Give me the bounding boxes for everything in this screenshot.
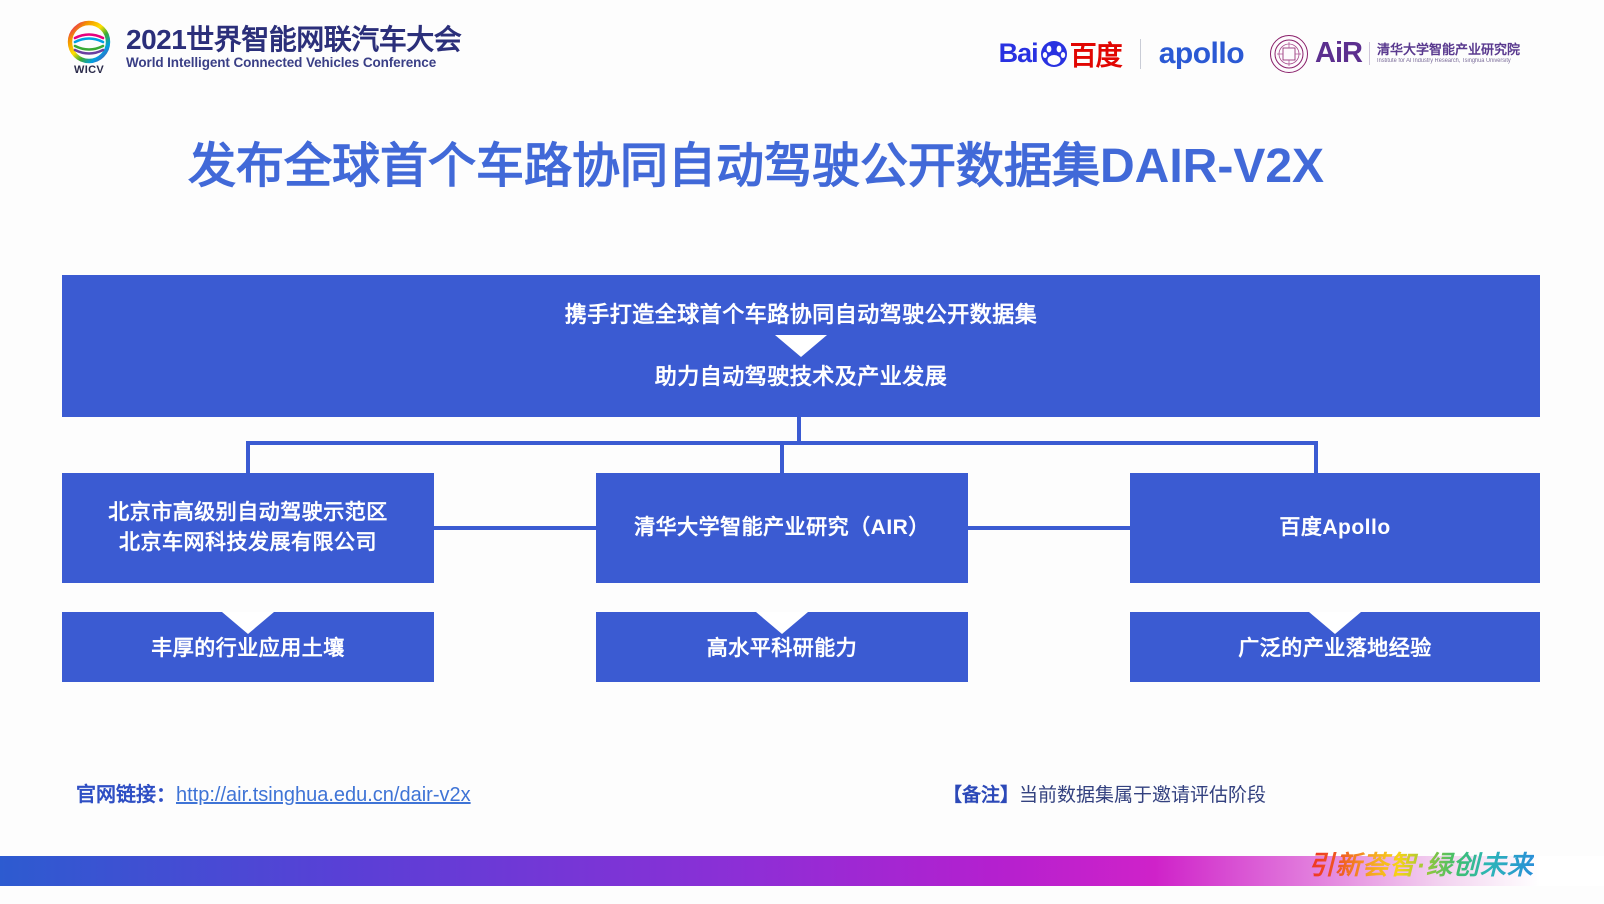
goal-banner-line-1: 携手打造全球首个车路协同自动驾驶公开数据集 [564, 301, 1038, 327]
air-institute-name: 清华大学智能产业研究院 Institute for AI Industry Re… [1368, 41, 1520, 66]
goal-banner-line-2: 助力自动驾驶技术及产业发展 [654, 364, 948, 389]
notch-icon-2 [756, 612, 808, 634]
wicv-title-en: World Intelligent Connected Vehicles Con… [126, 55, 437, 71]
wicv-ring-icon [67, 20, 111, 64]
baidu-logo-cn: 百度 [1069, 41, 1123, 71]
wicv-title-cn: 2021世界智能网联汽车大会 [126, 23, 462, 55]
partner-logo-strip: Bai 百度 apollo [999, 34, 1520, 73]
wicv-abbreviation: WICV [74, 64, 104, 76]
down-arrow-icon [775, 335, 827, 357]
connector-link-1 [434, 526, 596, 530]
footnote-text: 当前数据集属于邀请评估阶段 [1019, 785, 1267, 806]
wicv-mark-icon: WICV [62, 20, 116, 78]
partner-node-3-text: 百度Apollo [1279, 513, 1390, 543]
partner-node-3-line-1: 百度Apollo [1279, 515, 1391, 539]
strength-node-1: 丰厚的行业应用土壤 [62, 612, 434, 682]
strength-node-2: 高水平科研能力 [596, 612, 968, 682]
air-logo: AiR 清华大学智能产业研究院 Institute for AI Industr… [1270, 34, 1520, 73]
apollo-logo: apollo [1158, 36, 1245, 70]
conference-tagline: 引新荟智·绿创未来 [1308, 845, 1534, 882]
logo-divider [1139, 38, 1141, 69]
air-institute-en: Institute for AI Industry Research, Tsin… [1376, 58, 1511, 65]
notch-icon-3 [1309, 612, 1361, 634]
footnote-label: 【备注】 [943, 785, 1020, 806]
partner-node-1-text: 北京市高级别自动驾驶示范区 北京车网科技发展有限公司 [108, 498, 388, 559]
baidu-paw-icon [1039, 40, 1069, 68]
partner-node-3: 百度Apollo [1130, 473, 1540, 583]
goal-banner: 携手打造全球首个车路协同自动驾驶公开数据集 助力自动驾驶技术及产业发展 [62, 275, 1540, 417]
official-link-url[interactable]: http://air.tsinghua.edu.cn/dair-v2x [176, 784, 471, 806]
baidu-logo: Bai 百度 [998, 34, 1123, 73]
slide-header: WICV 2021世界智能网联汽车大会 World Intelligent Co… [0, 0, 1604, 100]
wicv-conference-logo: WICV 2021世界智能网联汽车大会 World Intelligent Co… [62, 20, 462, 78]
partner-node-1-line-1: 北京市高级别自动驾驶示范区 [108, 500, 388, 524]
air-institute-cn: 清华大学智能产业研究院 [1376, 41, 1520, 57]
air-abbreviation: AiR [1315, 37, 1363, 69]
partner-node-1: 北京市高级别自动驾驶示范区 北京车网科技发展有限公司 [62, 473, 434, 583]
footnote: 【备注】当前数据集属于邀请评估阶段 [943, 780, 1266, 807]
partner-node-2-line-1: 清华大学智能产业研究（AIR） [634, 515, 930, 539]
partner-node-1-line-2: 北京车网科技发展有限公司 [119, 531, 377, 554]
bottom-gradient-bar [0, 856, 1604, 886]
connector-link-2 [968, 526, 1130, 530]
baidu-logo-en: Bai [998, 38, 1039, 68]
connector-drop-3 [1314, 441, 1318, 473]
connector-stem [797, 417, 801, 443]
connector-drop-2 [780, 441, 784, 473]
official-link-label: 官网链接： [76, 784, 176, 806]
tsinghua-seal-icon [1270, 34, 1309, 73]
notch-icon-1 [222, 612, 274, 634]
strength-node-3: 广泛的产业落地经验 [1130, 612, 1540, 682]
partner-node-2: 清华大学智能产业研究（AIR） [596, 473, 968, 583]
partner-node-2-text: 清华大学智能产业研究（AIR） [634, 513, 930, 543]
connector-drop-1 [246, 441, 250, 473]
page-title: 发布全球首个车路协同自动驾驶公开数据集DAIR-V2X [188, 140, 1325, 193]
wicv-logo-text: 2021世界智能网联汽车大会 World Intelligent Connect… [126, 23, 462, 72]
official-link[interactable]: 官网链接：http://air.tsinghua.edu.cn/dair-v2x [76, 778, 471, 807]
